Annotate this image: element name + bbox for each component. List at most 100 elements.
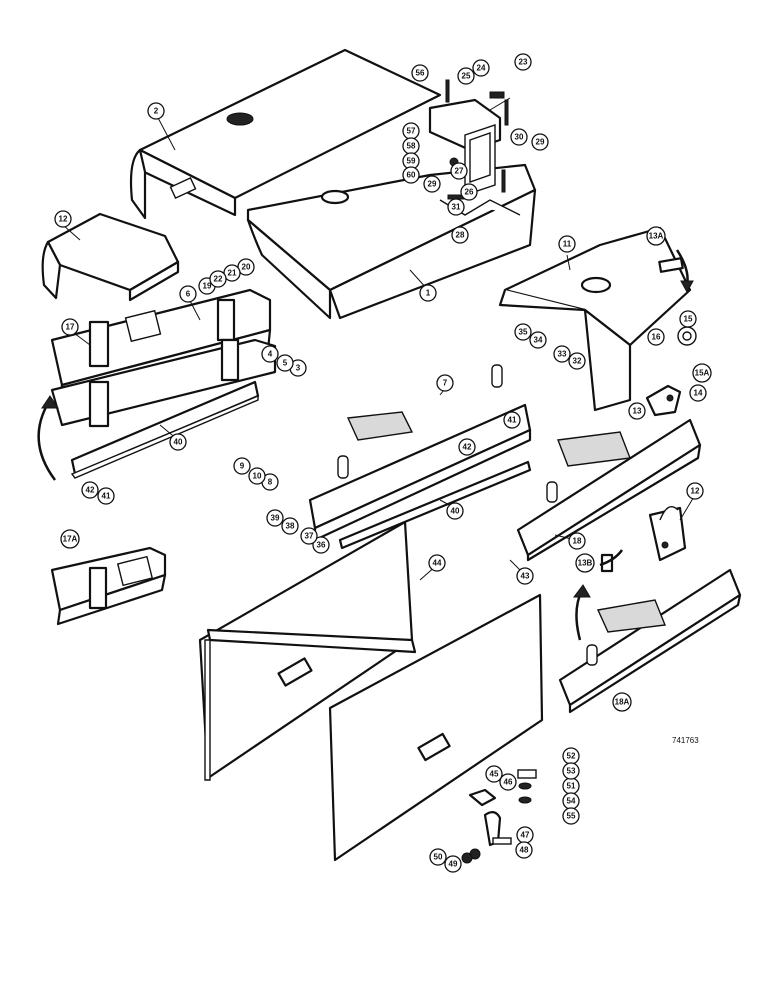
svg-text:39: 39 [271,514,280,523]
callout-1: 1 [419,284,437,302]
svg-text:16: 16 [652,333,661,342]
part-44-side-panel [198,520,417,781]
drawing-reference-number: 741763 [672,736,699,745]
svg-text:32: 32 [573,357,582,366]
svg-text:20: 20 [242,263,251,272]
callout-56: 56 [411,64,429,82]
part-17a-hinge-panel [50,546,167,626]
callout-41-right: 41 [503,411,521,429]
part-6-long-bar [50,338,277,428]
callout-29-a: 29 [531,133,549,151]
svg-text:19: 19 [203,282,212,291]
callout-30: 30 [510,128,528,146]
part-40-strip-left [70,380,260,479]
callout-42-left: 42 [81,481,99,499]
callout-6: 6 [179,285,197,303]
svg-text:53: 53 [567,767,576,776]
svg-text:48: 48 [520,846,529,855]
callout-37: 37 [300,527,318,545]
svg-text:18: 18 [573,537,582,546]
callout-9: 9 [233,457,251,475]
callout-54: 54 [562,792,580,810]
callout-7: 7 [436,374,454,392]
callout-48: 48 [515,841,533,859]
svg-text:8: 8 [268,478,273,487]
callout-36: 36 [312,536,330,554]
callout-24: 24 [472,59,490,77]
part-18a-right-rail-lower [558,568,742,714]
callout-28: 28 [451,226,469,244]
svg-text:29: 29 [428,180,437,189]
callout-52: 52 [562,747,580,765]
svg-text:21: 21 [228,269,237,278]
svg-text:25: 25 [462,72,471,81]
svg-text:5: 5 [283,359,288,368]
callout-39: 39 [266,509,284,527]
svg-text:11: 11 [563,240,572,249]
callout-2: 2 [147,102,165,120]
callout-5: 5 [276,354,294,372]
callout-53: 53 [562,762,580,780]
svg-text:9: 9 [240,462,245,471]
svg-text:58: 58 [407,142,416,151]
callout-43: 43 [516,567,534,585]
callout-10: 10 [248,467,266,485]
callout-47: 47 [516,826,534,844]
callout-13b: 13B [575,553,595,573]
svg-text:1: 1 [426,289,431,298]
svg-text:42: 42 [86,486,95,495]
svg-text:12: 12 [691,487,700,496]
callout-4: 4 [261,345,279,363]
svg-text:30: 30 [515,133,524,142]
callout-55: 55 [562,807,580,825]
svg-text:18A: 18A [615,698,630,707]
svg-text:22: 22 [214,275,223,284]
svg-text:50: 50 [434,853,443,862]
callout-60: 60 [402,166,420,184]
svg-text:29: 29 [536,138,545,147]
svg-text:10: 10 [253,472,262,481]
svg-text:59: 59 [407,157,416,166]
svg-text:57: 57 [407,127,416,136]
svg-text:3: 3 [296,364,301,373]
svg-text:24: 24 [477,64,486,73]
svg-text:42: 42 [463,443,472,452]
svg-text:52: 52 [567,752,576,761]
callout-34: 34 [529,331,547,349]
svg-text:2: 2 [154,107,159,116]
svg-text:13A: 13A [649,232,664,241]
callout-18a: 18A [612,692,632,712]
svg-text:15: 15 [684,315,693,324]
svg-text:17: 17 [66,323,75,332]
callout-13: 13 [628,402,646,420]
part-12-end-cover [41,212,180,302]
callout-23: 23 [514,53,532,71]
callout-49: 49 [444,855,462,873]
callout-18: 18 [568,532,586,550]
callout-29-b: 29 [423,175,441,193]
callout-33: 33 [553,345,571,363]
callout-40-left: 40 [169,433,187,451]
svg-text:17A: 17A [63,535,78,544]
callout-15: 15 [679,310,697,328]
callout-40-center: 40 [446,502,464,520]
callout-22: 22 [209,270,227,288]
callout-59: 59 [402,152,420,170]
part-12-latch-right [648,506,687,562]
svg-text:15A: 15A [695,369,710,378]
svg-text:26: 26 [465,188,474,197]
callout-35: 35 [514,323,532,341]
callout-51: 51 [562,777,580,795]
part-1-main-hood [246,163,537,320]
callout-38: 38 [281,517,299,535]
svg-text:28: 28 [456,231,465,240]
callout-41-left: 41 [97,487,115,505]
callout-31: 31 [447,198,465,216]
part-40-strip-center [338,460,532,550]
svg-text:47: 47 [521,831,530,840]
hinge-bracket-assembly [428,79,509,200]
svg-text:41: 41 [102,492,111,501]
part-2-rear-top-cover [129,48,442,220]
svg-text:7: 7 [443,379,448,388]
callout-27: 27 [450,162,468,180]
